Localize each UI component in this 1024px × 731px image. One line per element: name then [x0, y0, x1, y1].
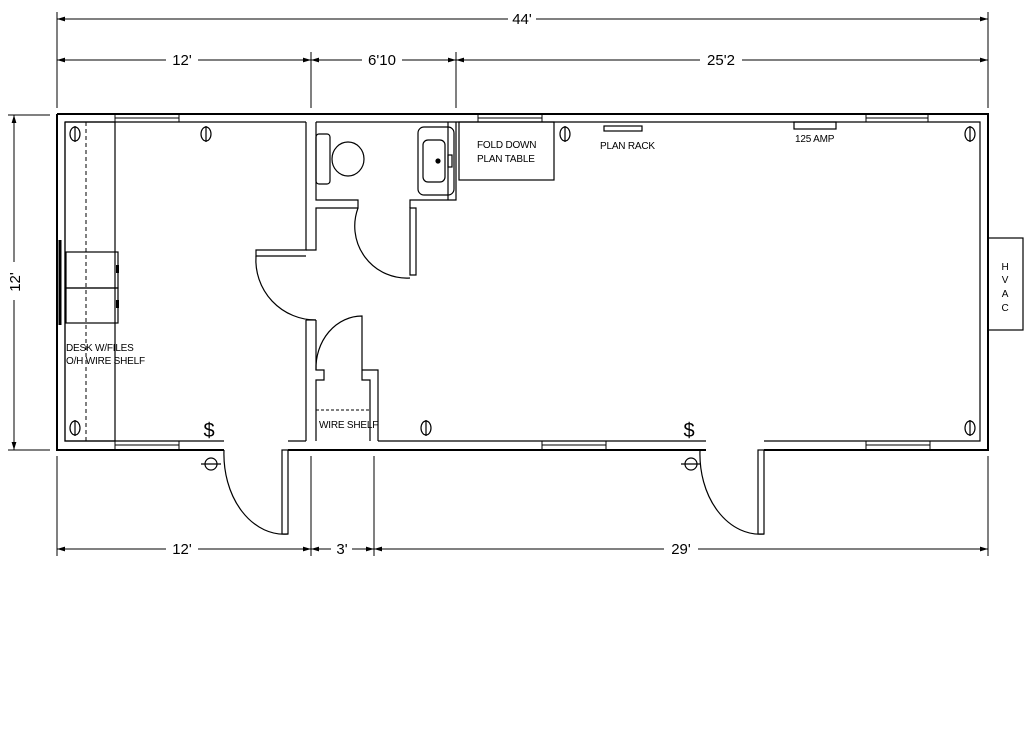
dim-bottom-middle: 3': [336, 541, 347, 558]
outlet-icon: [200, 126, 212, 142]
dim-height: 12': [7, 272, 24, 292]
light-switch-icon: $: [683, 420, 694, 442]
dim-top-middle: 6'10: [368, 52, 396, 69]
plan-rack-label: PLAN RACK: [600, 141, 655, 152]
electrical-panel: [793, 121, 837, 130]
windows: [114, 113, 931, 451]
amp-label: 125 AMP: [795, 134, 835, 145]
plan-table-label: PLAN TABLE: [477, 154, 535, 165]
light-switch-icon: $: [203, 420, 214, 442]
outlet-icon: [420, 420, 432, 436]
dim-bottom-left: 12': [172, 541, 192, 558]
plan-rack: [603, 125, 643, 132]
outlet-icon: [964, 420, 976, 436]
dim-top-left: 12': [172, 52, 192, 69]
svg-text:V: V: [1002, 275, 1009, 286]
exterior-light-icon: [681, 457, 701, 471]
outlet-icons: [69, 126, 976, 471]
outlet-icon: [559, 126, 571, 142]
dimension-lines: [8, 12, 989, 556]
desk-with-files: [58, 121, 119, 442]
hvac-unit: [987, 237, 1024, 331]
sink: [417, 126, 455, 196]
hvac-label: H V A C: [1001, 262, 1008, 314]
fold-down-plan-table: [458, 121, 555, 181]
desk-label-line2: O/H WIRE SHELF: [66, 356, 145, 367]
dim-bottom-right: 29': [671, 541, 691, 558]
svg-text:C: C: [1001, 303, 1008, 314]
outlet-icon: [69, 420, 81, 436]
fold-down-label: FOLD DOWN: [477, 140, 536, 151]
toilet: [315, 133, 365, 185]
dim-overall-length: 44': [512, 11, 532, 28]
desk-label-line1: DESK W/FILES: [66, 343, 134, 354]
wire-shelf-label: WIRE SHELF: [319, 420, 378, 431]
interior-walls: [255, 122, 457, 441]
exterior-light-icon: [201, 457, 221, 471]
svg-text:A: A: [1002, 289, 1009, 300]
doors: [223, 207, 765, 535]
dim-top-right: 25'2: [707, 52, 735, 69]
outlet-icon: [964, 126, 976, 142]
svg-text:H: H: [1001, 262, 1008, 273]
outlet-icon: [69, 126, 81, 142]
